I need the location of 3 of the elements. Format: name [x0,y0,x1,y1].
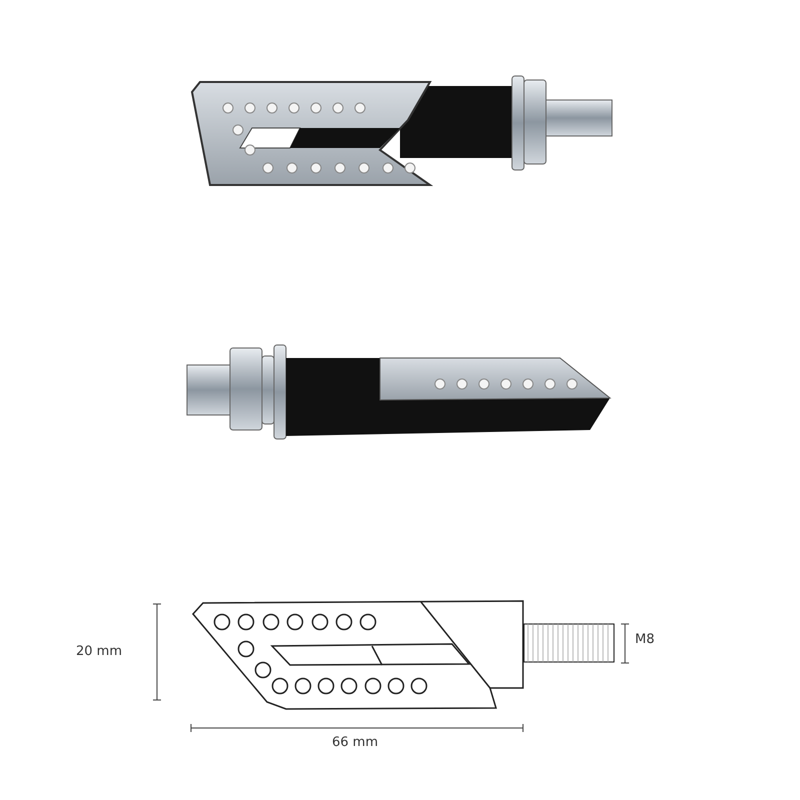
dimension-label: 66 mm [332,735,378,751]
dimension-label: M8 [635,632,654,648]
dimension-label: 20 mm [76,644,122,660]
